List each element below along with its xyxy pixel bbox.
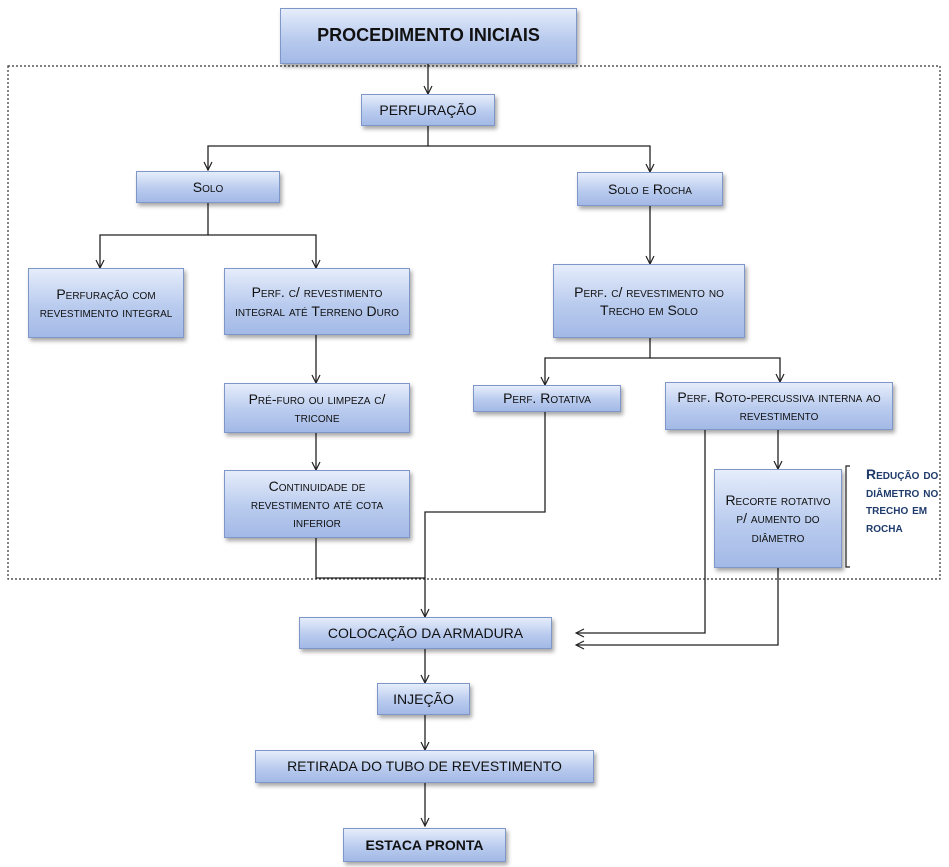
node-label: Perf. c/ revestimento integral até Terre…	[235, 284, 399, 319]
node-continuidade-revestimento: Continuidade de revestimento até cota in…	[224, 470, 410, 538]
arrow-trecho-solo-rotativa	[545, 338, 651, 385]
node-label: COLOCAÇÃO DA ARMADURA	[327, 624, 524, 641]
node-label: RETIRADA DO TUBO DE REVESTIMENTO	[287, 758, 562, 775]
node-label: Perfuração com revestimento integral	[39, 285, 173, 320]
node-label: PERFURAÇÃO	[379, 101, 477, 118]
node-label: Perf. c/ revestimento no Trecho em Solo	[574, 283, 724, 318]
node-procedimento-iniciais: PROCEDIMENTO INICIAIS	[280, 8, 577, 64]
node-retirada-tubo: RETIRADA DO TUBO DE REVESTIMENTO	[255, 750, 594, 783]
node-pre-furo-tricone: Pré-furo ou limpeza c/ tricone	[224, 383, 410, 433]
arrow-perfuracao-solo-rocha	[428, 145, 650, 172]
arrow-continuidade-armadura	[315, 538, 425, 579]
arrow-solo-terreno-duro	[208, 234, 316, 268]
node-label: ESTACA PRONTA	[365, 836, 484, 853]
arrow-trecho-solo-roto-percussiva	[650, 357, 780, 382]
node-injecao: INJEÇÃO	[377, 683, 470, 715]
node-perfuracao: PERFURAÇÃO	[361, 94, 495, 126]
node-label: Solo e Rocha	[608, 180, 692, 197]
node-label: Solo	[192, 178, 224, 195]
arrow-perfuracao-solo	[208, 126, 429, 170]
node-estaca-pronta: ESTACA PRONTA	[343, 828, 506, 862]
node-colocacao-armadura: COLOCAÇÃO DA ARMADURA	[299, 617, 552, 649]
node-label: Perf. Roto-percussiva interna ao revesti…	[677, 388, 881, 423]
arrow-rotativa-armadura	[425, 412, 546, 617]
arrow-solo-revestimento-integral	[100, 203, 209, 268]
node-perfuracao-revestimento-integral: Perfuração com revestimento integral	[28, 268, 184, 338]
node-label: INJEÇÃO	[393, 690, 454, 707]
arrow-recorte-armadura	[576, 568, 779, 645]
perforation-stage-boundary	[7, 65, 941, 580]
node-label: Pré-furo ou limpeza c/ tricone	[248, 390, 386, 425]
node-label: Continuidade de revestimento até cota in…	[250, 477, 384, 531]
node-solo: Solo	[136, 171, 280, 203]
node-label: PROCEDIMENTO INICIAIS	[317, 25, 540, 46]
node-perf-trecho-em-solo: Perf. c/ revestimento no Trecho em Solo	[553, 264, 745, 338]
node-label: Recorte rotativo p/ aumento do diâmetro	[725, 492, 831, 545]
node-solo-e-rocha: Solo e Rocha	[577, 172, 723, 206]
side-note-reducao-diametro: Redução do diâmetro no trecho em rocha	[866, 466, 939, 535]
node-label: Perf. Rotativa	[503, 390, 591, 407]
node-perf-revestimento-terreno-duro: Perf. c/ revestimento integral até Terre…	[224, 268, 410, 335]
side-note-bracket	[845, 465, 850, 568]
node-perf-roto-percussiva: Perf. Roto-percussiva interna ao revesti…	[665, 382, 893, 430]
node-recorte-rotativo: Recorte rotativo p/ aumento do diâmetro	[714, 469, 842, 568]
arrow-roto-percussiva-armadura	[576, 430, 706, 633]
node-perf-rotativa: Perf. Rotativa	[473, 385, 621, 412]
